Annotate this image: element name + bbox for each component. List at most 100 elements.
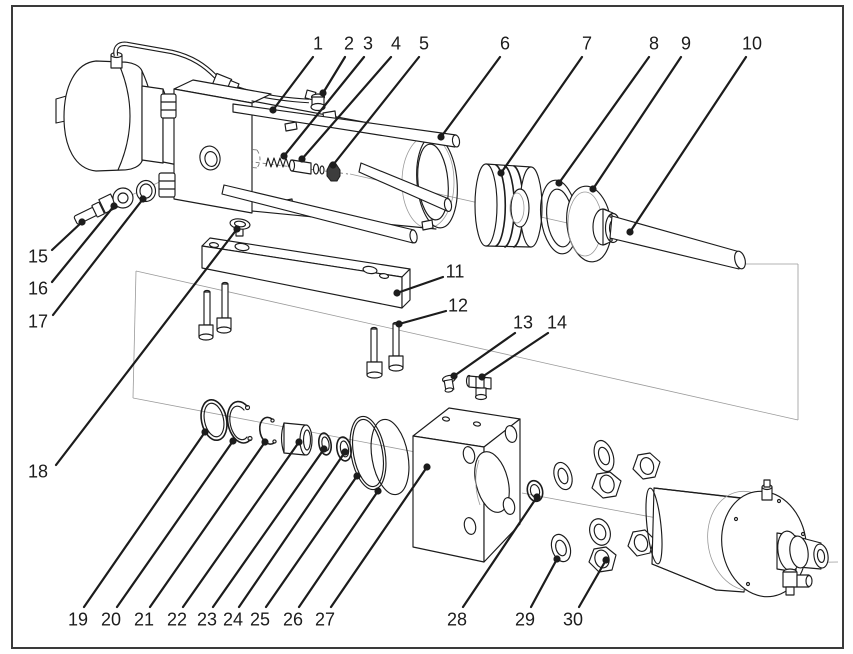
leader-dot-15 (78, 218, 86, 226)
hex-nut (627, 529, 655, 557)
callout-22: 22 (167, 610, 187, 630)
leader-line-25 (264, 474, 359, 609)
mounting-plate (201, 237, 411, 309)
body-plug-top (160, 93, 177, 119)
leader-dot-23 (320, 445, 328, 453)
leader-line-1 (271, 55, 315, 112)
snap-ring (226, 400, 253, 444)
body-plug-bottom (158, 172, 176, 198)
callout-12: 12 (448, 296, 468, 316)
piston-rod (609, 215, 746, 270)
leader-dot-30 (602, 556, 610, 564)
leader-dot-2 (319, 89, 327, 97)
leader-dot-21 (261, 438, 269, 446)
flange-block (412, 407, 521, 563)
leader-dot-12 (395, 320, 403, 328)
leader-line-17 (51, 197, 145, 317)
cap-screw (388, 321, 404, 372)
o-ring-large (349, 415, 387, 491)
side-port (199, 145, 221, 171)
leader-line-10 (628, 55, 748, 234)
elbow-fitting (304, 89, 326, 112)
leader-dot-17 (139, 195, 147, 203)
leader-line-20 (115, 439, 235, 609)
leader-dot-6 (437, 133, 445, 141)
leader-dot-16 (110, 202, 118, 210)
backup-ring-large (370, 418, 410, 496)
leader-dot-20 (229, 437, 237, 445)
callout-25: 25 (250, 610, 270, 630)
hex-nut (591, 471, 622, 499)
drain-fitting-bottom (782, 568, 813, 596)
callout-6: 6 (500, 34, 510, 54)
callout-27: 27 (315, 610, 335, 630)
valve-body (158, 79, 272, 214)
leader-line-2 (321, 55, 347, 95)
leader-line-4 (300, 55, 393, 161)
flange-bore (474, 451, 510, 513)
hex-nut (632, 452, 661, 480)
drum-body (63, 60, 143, 172)
leader-dot-1 (269, 106, 277, 114)
leader-dot-19 (201, 428, 209, 436)
piston (474, 163, 543, 248)
callout-18: 18 (28, 462, 48, 482)
leader-dot-25 (353, 472, 361, 480)
leader-line-5 (331, 55, 421, 167)
callout-4: 4 (391, 34, 401, 54)
leader-line-15 (50, 220, 84, 252)
rod-gland-ring (566, 185, 622, 263)
leader-dot-18 (233, 225, 241, 233)
bleed-fitting-top (761, 479, 773, 501)
cap-screw (366, 326, 383, 379)
washers (550, 439, 615, 563)
leader-line-12 (397, 309, 448, 326)
washer (593, 439, 615, 473)
end-hub (776, 530, 829, 573)
valve-internals (265, 157, 341, 182)
valve-washer (312, 163, 320, 175)
callout-28: 28 (447, 610, 467, 630)
leader-dot-29 (553, 555, 561, 563)
callout-5: 5 (419, 34, 429, 54)
leader-dot-28 (533, 493, 541, 501)
leader-line-18 (54, 227, 239, 467)
leader-line-8 (557, 55, 651, 185)
callout-3: 3 (363, 34, 373, 54)
callout-30: 30 (563, 610, 583, 630)
leader-dot-9 (589, 185, 597, 193)
tie-rods (221, 103, 461, 244)
leader-dot-7 (497, 169, 505, 177)
leader-line-19 (82, 430, 207, 609)
callout-8: 8 (649, 34, 659, 54)
leader-line-26 (297, 489, 380, 609)
leader-line-6 (439, 55, 502, 139)
leader-dot-14 (478, 373, 486, 381)
leader-dot-24 (341, 448, 349, 456)
leader-dot-11 (393, 289, 401, 297)
drive-unit (55, 51, 187, 172)
leader-dot-26 (374, 487, 382, 495)
piston-ring (200, 398, 228, 442)
callout-17: 17 (28, 312, 48, 332)
leader-line-14 (480, 331, 550, 379)
tee-fitting (465, 374, 492, 401)
spring (265, 157, 292, 168)
callout-15: 15 (28, 247, 48, 267)
callout-24: 24 (223, 610, 243, 630)
wiper-ring (335, 436, 353, 462)
leader-line-24 (237, 450, 347, 609)
callout-7: 7 (582, 34, 592, 54)
seal-kit-row (200, 398, 410, 496)
leader-line-13 (452, 331, 517, 378)
end-cylinder (645, 479, 829, 598)
callout-13: 13 (513, 313, 533, 333)
leader-line-7 (499, 55, 584, 175)
leader-line-28 (461, 495, 539, 609)
leader-line-30 (577, 558, 608, 609)
leader-dot-5 (329, 161, 337, 169)
callout-10: 10 (742, 34, 762, 54)
